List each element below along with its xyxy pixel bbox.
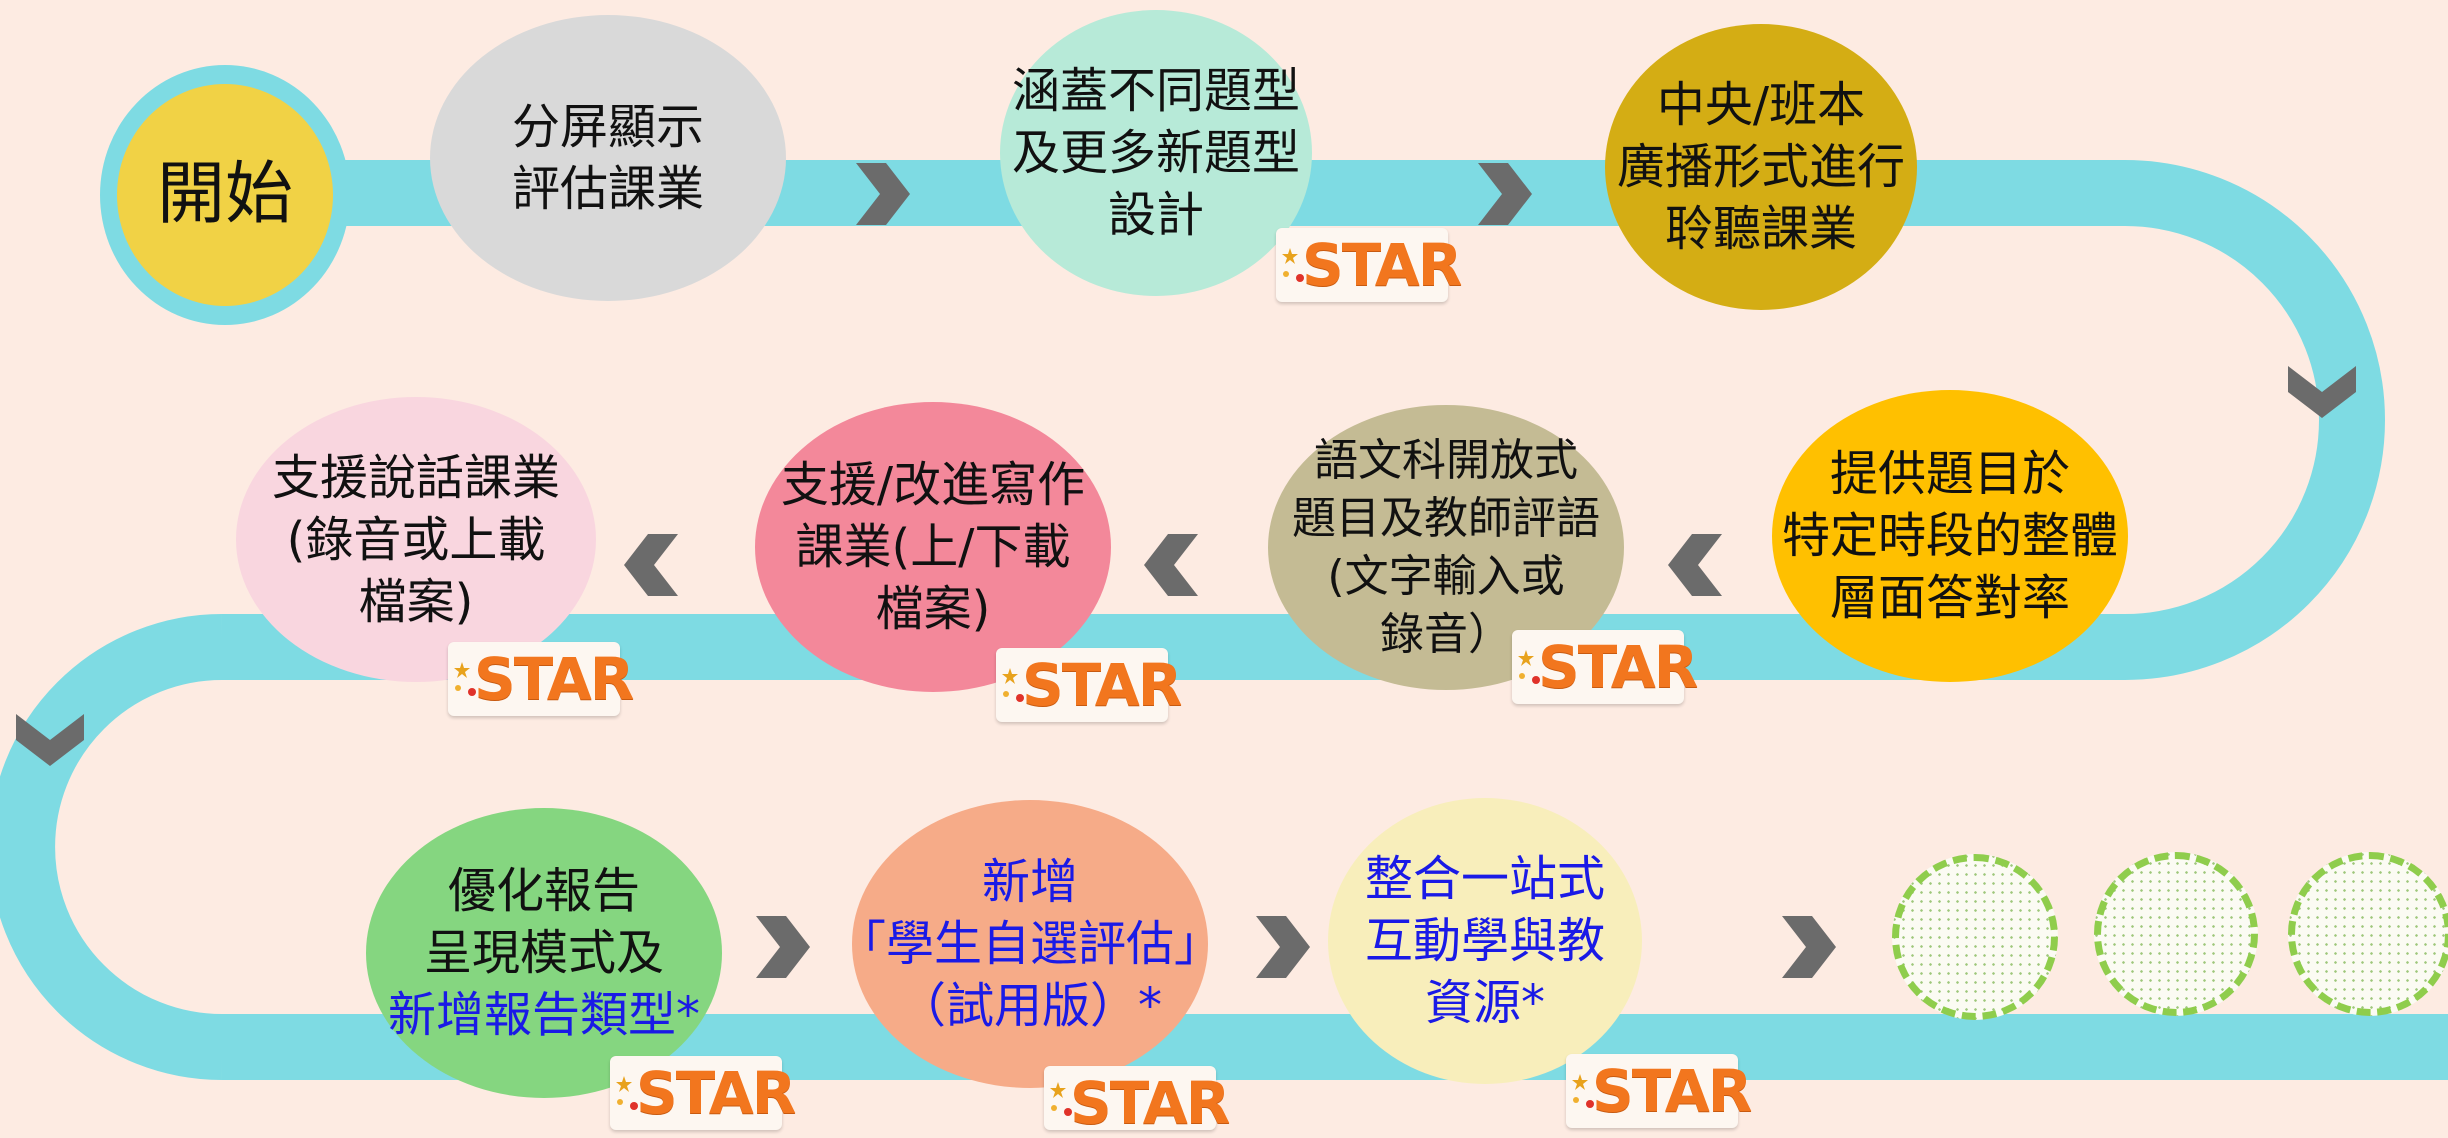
chevron-down-icon: [16, 714, 84, 766]
node-text-line-new: 新增: [981, 854, 1078, 910]
sparkle-icon: [1002, 668, 1024, 702]
chevron-left-icon: [624, 534, 678, 596]
node-text-line: 分屏顯示: [511, 99, 704, 155]
node-text-line: 支援說話課業: [271, 449, 560, 506]
node-text-line: 評估課業: [511, 161, 704, 217]
node-question-types: 涵蓋不同題型 及更多新題型 設計: [1000, 10, 1312, 296]
node-text-line: (錄音或上載: [286, 511, 546, 568]
node-text-line: 支援/改進寫作: [780, 457, 1086, 513]
start-node-inner: 開始: [117, 84, 333, 306]
star-badge: STAR: [1512, 630, 1698, 704]
node-text-line: 錄音）: [1380, 608, 1512, 660]
node-text-line-new: 整合一站式: [1364, 851, 1605, 907]
sparkle-icon: [454, 662, 476, 696]
node-text-line-new: 資源*: [1424, 975, 1545, 1031]
node-text-line: 中央/班本: [1656, 77, 1866, 133]
star-badge-text: STAR: [1592, 1057, 1752, 1125]
star-badge: STAR: [996, 648, 1182, 722]
node-text-line: 檔案): [358, 573, 474, 630]
node-text-line: 優化報告: [447, 863, 640, 919]
node-self-assessment: 新增 「學生自選評估」 （試用版）*: [838, 800, 1222, 1088]
star-badge-text: STAR: [636, 1059, 796, 1127]
star-badge-text: STAR: [1302, 231, 1462, 299]
node-text-line: 呈現模式及: [423, 925, 664, 981]
chevron-left-icon: [1144, 534, 1198, 596]
node-text-line: 廣播形式進行: [1616, 139, 1905, 195]
node-open-questions: 語文科開放式 題目及教師評語 (文字輸入或 錄音）: [1268, 405, 1624, 690]
node-reports: 優化報告 呈現模式及 新增報告類型*: [366, 808, 722, 1098]
node-text-line: 及更多新題型: [1011, 125, 1300, 181]
future-step-placeholder: [1892, 854, 2058, 1020]
chevron-down-icon: [2288, 366, 2356, 418]
node-text-line: 層面答對率: [1829, 570, 2070, 626]
star-badge-text: STAR: [1022, 651, 1182, 719]
sparkle-icon: [1518, 650, 1540, 684]
node-text-line-new: 新增報告類型*: [387, 987, 700, 1043]
node-text-line: 涵蓋不同題型: [1011, 63, 1300, 119]
node-text-line-new: 互動學與教: [1364, 913, 1605, 969]
chevron-right-icon: [1782, 916, 1836, 978]
node-text-line: 題目及教師評語: [1292, 492, 1600, 544]
node-broadcast: 中央/班本 廣播形式進行 聆聽課業: [1605, 24, 1917, 310]
node-writing: 支援/改進寫作 課業(上/下載 檔案): [755, 402, 1111, 692]
future-step-placeholder: [2094, 852, 2258, 1016]
node-text-line: 語文科開放式: [1314, 434, 1578, 486]
node-one-stop: 整合一站式 互動學與教 資源*: [1328, 798, 1642, 1084]
sparkle-icon: [1282, 248, 1304, 282]
road-right-curve: [2124, 160, 2385, 680]
chevron-right-icon: [856, 163, 910, 225]
node-text-line: 聆聽課業: [1664, 201, 1857, 257]
start-label: 開始: [156, 155, 293, 234]
star-badge: STAR: [1044, 1066, 1230, 1137]
chevron-right-icon: [1256, 916, 1310, 978]
node-text-line: 提供題目於: [1829, 446, 2070, 502]
node-text-line: 課業(上/下載: [795, 519, 1071, 575]
chevron-right-icon: [1478, 163, 1532, 225]
node-accuracy: 提供題目於 特定時段的整體 層面答對率: [1772, 390, 2128, 682]
star-badge-text: STAR: [474, 645, 634, 713]
chevron-left-icon: [1668, 534, 1722, 596]
future-step-placeholder: [2288, 852, 2448, 1016]
road-left-curve: [0, 614, 223, 1080]
sparkle-icon: [1572, 1074, 1594, 1108]
star-badge: STAR: [1276, 228, 1462, 302]
star-badge: STAR: [610, 1056, 796, 1130]
star-badge-text: STAR: [1070, 1069, 1230, 1137]
chevron-right-icon: [756, 916, 810, 978]
sparkle-icon: [1050, 1082, 1072, 1116]
node-speaking: 支援說話課業 (錄音或上載 檔案): [236, 397, 596, 682]
start-node: 開始: [100, 65, 350, 325]
star-badge: STAR: [448, 642, 634, 716]
node-text-line: 特定時段的整體: [1781, 508, 2118, 564]
sparkle-icon: [616, 1076, 638, 1110]
node-text-line-new: 「學生自選評估」: [838, 916, 1223, 972]
star-badge-text: STAR: [1538, 633, 1698, 701]
node-split-screen: 分屏顯示 評估課業: [430, 15, 786, 301]
star-badge: STAR: [1566, 1054, 1752, 1128]
node-text-line: 設計: [1107, 187, 1204, 243]
node-text-line-new: （試用版）*: [897, 978, 1162, 1034]
node-text-line: 檔案): [875, 581, 991, 637]
node-text-line: (文字輸入或: [1327, 550, 1565, 602]
